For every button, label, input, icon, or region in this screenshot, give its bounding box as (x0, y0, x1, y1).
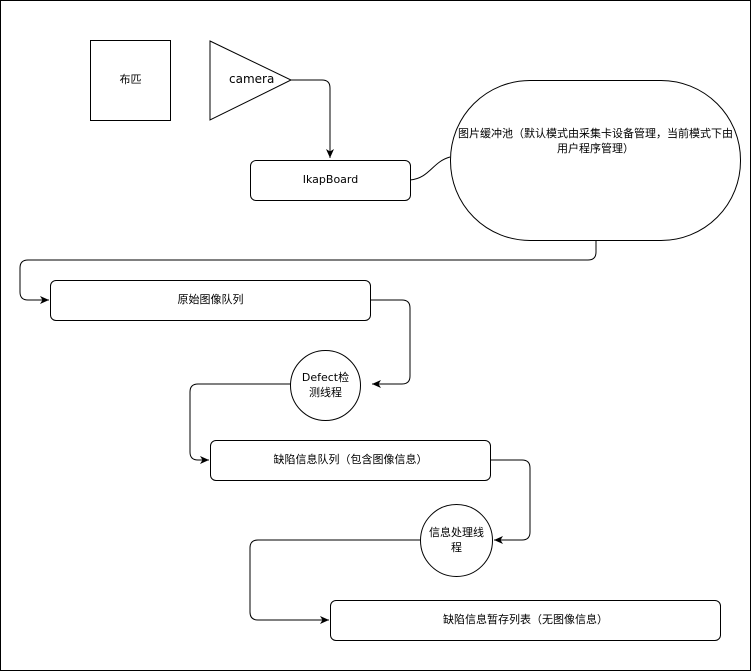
connector-ikapboard-to-buffer-pool (409, 156, 451, 181)
connector-raw-queue-to-defect-thread (370, 299, 411, 388)
connector-buffer-pool-to-raw-queue (19, 240, 597, 304)
defect-detection-thread-label: Defect检测线程 (301, 371, 350, 399)
defect-info-queue-label: 缺陷信息队列（包含图像信息） (273, 453, 428, 467)
image-buffer-pool-label: 图片缓冲池（默认模式由采集卡设备管理，当前模式下由用户程序管理） (458, 127, 733, 155)
defect-info-queue-node[interactable]: 缺陷信息队列（包含图像信息） (210, 440, 491, 481)
cloth-label: 布匹 (119, 73, 142, 87)
ikapboard-node[interactable]: IkapBoard (250, 160, 411, 201)
info-processing-thread-node[interactable]: 信息处理线程 (420, 504, 493, 577)
cloth-node[interactable]: 布匹 (90, 40, 171, 121)
raw-image-queue-node[interactable]: 原始图像队列 (50, 280, 371, 321)
connector-info-thread-to-temp-list (249, 539, 420, 624)
info-processing-thread-label: 信息处理线程 (429, 526, 484, 554)
camera-label: camera (229, 72, 275, 86)
connector-defect-queue-to-info-thread (490, 459, 531, 544)
ikapboard-label: IkapBoard (302, 173, 359, 187)
defect-info-temp-list-label: 缺陷信息暂存列表（无图像信息） (443, 613, 608, 627)
raw-image-queue-label: 原始图像队列 (177, 293, 244, 307)
connector-defect-thread-to-defect-queue (189, 383, 291, 464)
connector-camera-to-ikapboard (291, 79, 334, 158)
camera-shape[interactable] (209, 40, 293, 121)
image-buffer-pool-node[interactable]: 图片缓冲池（默认模式由采集卡设备管理，当前模式下由用户程序管理） (450, 80, 741, 241)
defect-info-temp-list-node[interactable]: 缺陷信息暂存列表（无图像信息） (330, 600, 721, 641)
defect-detection-thread-node[interactable]: Defect检测线程 (290, 350, 361, 421)
